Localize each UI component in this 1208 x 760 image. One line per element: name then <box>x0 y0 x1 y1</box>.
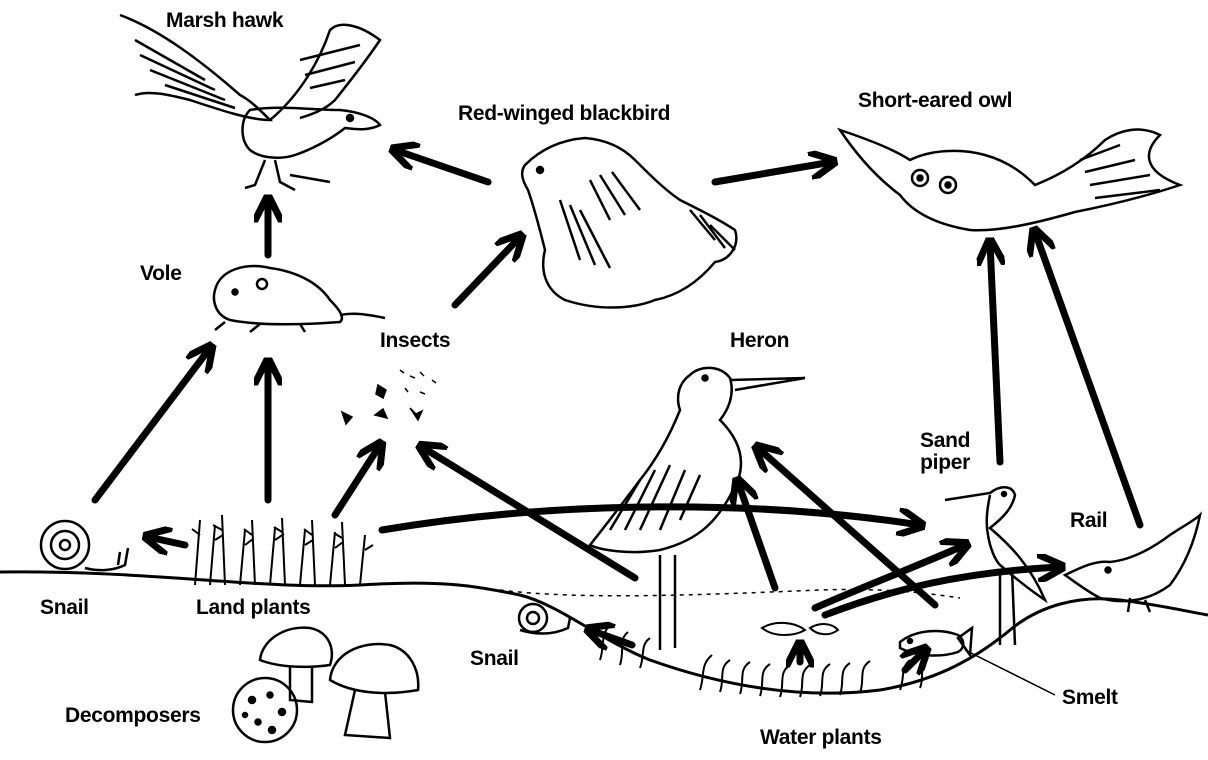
label-decomposers: Decomposers <box>65 705 201 727</box>
label-smelt: Smelt <box>1062 687 1118 709</box>
insects-drawing <box>342 370 436 424</box>
arrow-small-fish-to-sandpiper <box>815 545 965 608</box>
food-web-arrows <box>95 150 1140 670</box>
label-marsh-hawk: Marsh hawk <box>166 10 283 32</box>
land-snail-drawing <box>41 521 128 570</box>
arrow-small-fish-to-heron <box>738 482 775 588</box>
label-rail: Rail <box>1070 510 1107 532</box>
arrow-insects-to-blackbird <box>455 237 520 305</box>
label-water-plants: Water plants <box>760 727 882 749</box>
red-winged-blackbird-drawing <box>522 138 736 308</box>
label-land-plants: Land plants <box>196 597 311 619</box>
arrow-sandpiper-to-owl <box>990 243 1000 462</box>
marsh-hawk-drawing <box>120 15 380 190</box>
label-vole: Vole <box>140 263 182 285</box>
arrow-blackbird-to-owl <box>715 162 832 182</box>
label-heron: Heron <box>730 330 789 352</box>
label-snail-water: Snail <box>470 648 519 670</box>
water-snail-drawing <box>519 604 570 634</box>
arrow-rail-to-owl <box>1035 232 1140 525</box>
land-plants-drawing <box>192 515 373 585</box>
short-eared-owl-drawing <box>840 130 1180 231</box>
label-sand-piper: Sand piper <box>920 430 970 474</box>
arrow-land-plants-to-snail <box>148 537 185 545</box>
decomposers-drawing <box>233 628 418 742</box>
smelt-drawing <box>900 628 1055 695</box>
label-insects: Insects <box>380 330 450 352</box>
label-red-winged-blackbird: Red-winged blackbird <box>458 103 670 125</box>
label-snail-land: Snail <box>40 597 89 619</box>
arrow-blackbird-to-hawk <box>395 150 488 182</box>
arrow-land-plants-to-insects <box>335 445 380 515</box>
arrow-water-plants-to-insects <box>422 447 635 578</box>
label-short-eared-owl: Short-eared owl <box>858 90 1012 112</box>
arrow-snail-to-vole <box>95 348 210 500</box>
vole-drawing <box>214 266 385 332</box>
arrow-water-plants-to-snail <box>590 630 632 645</box>
small-fish-drawing <box>762 623 838 635</box>
